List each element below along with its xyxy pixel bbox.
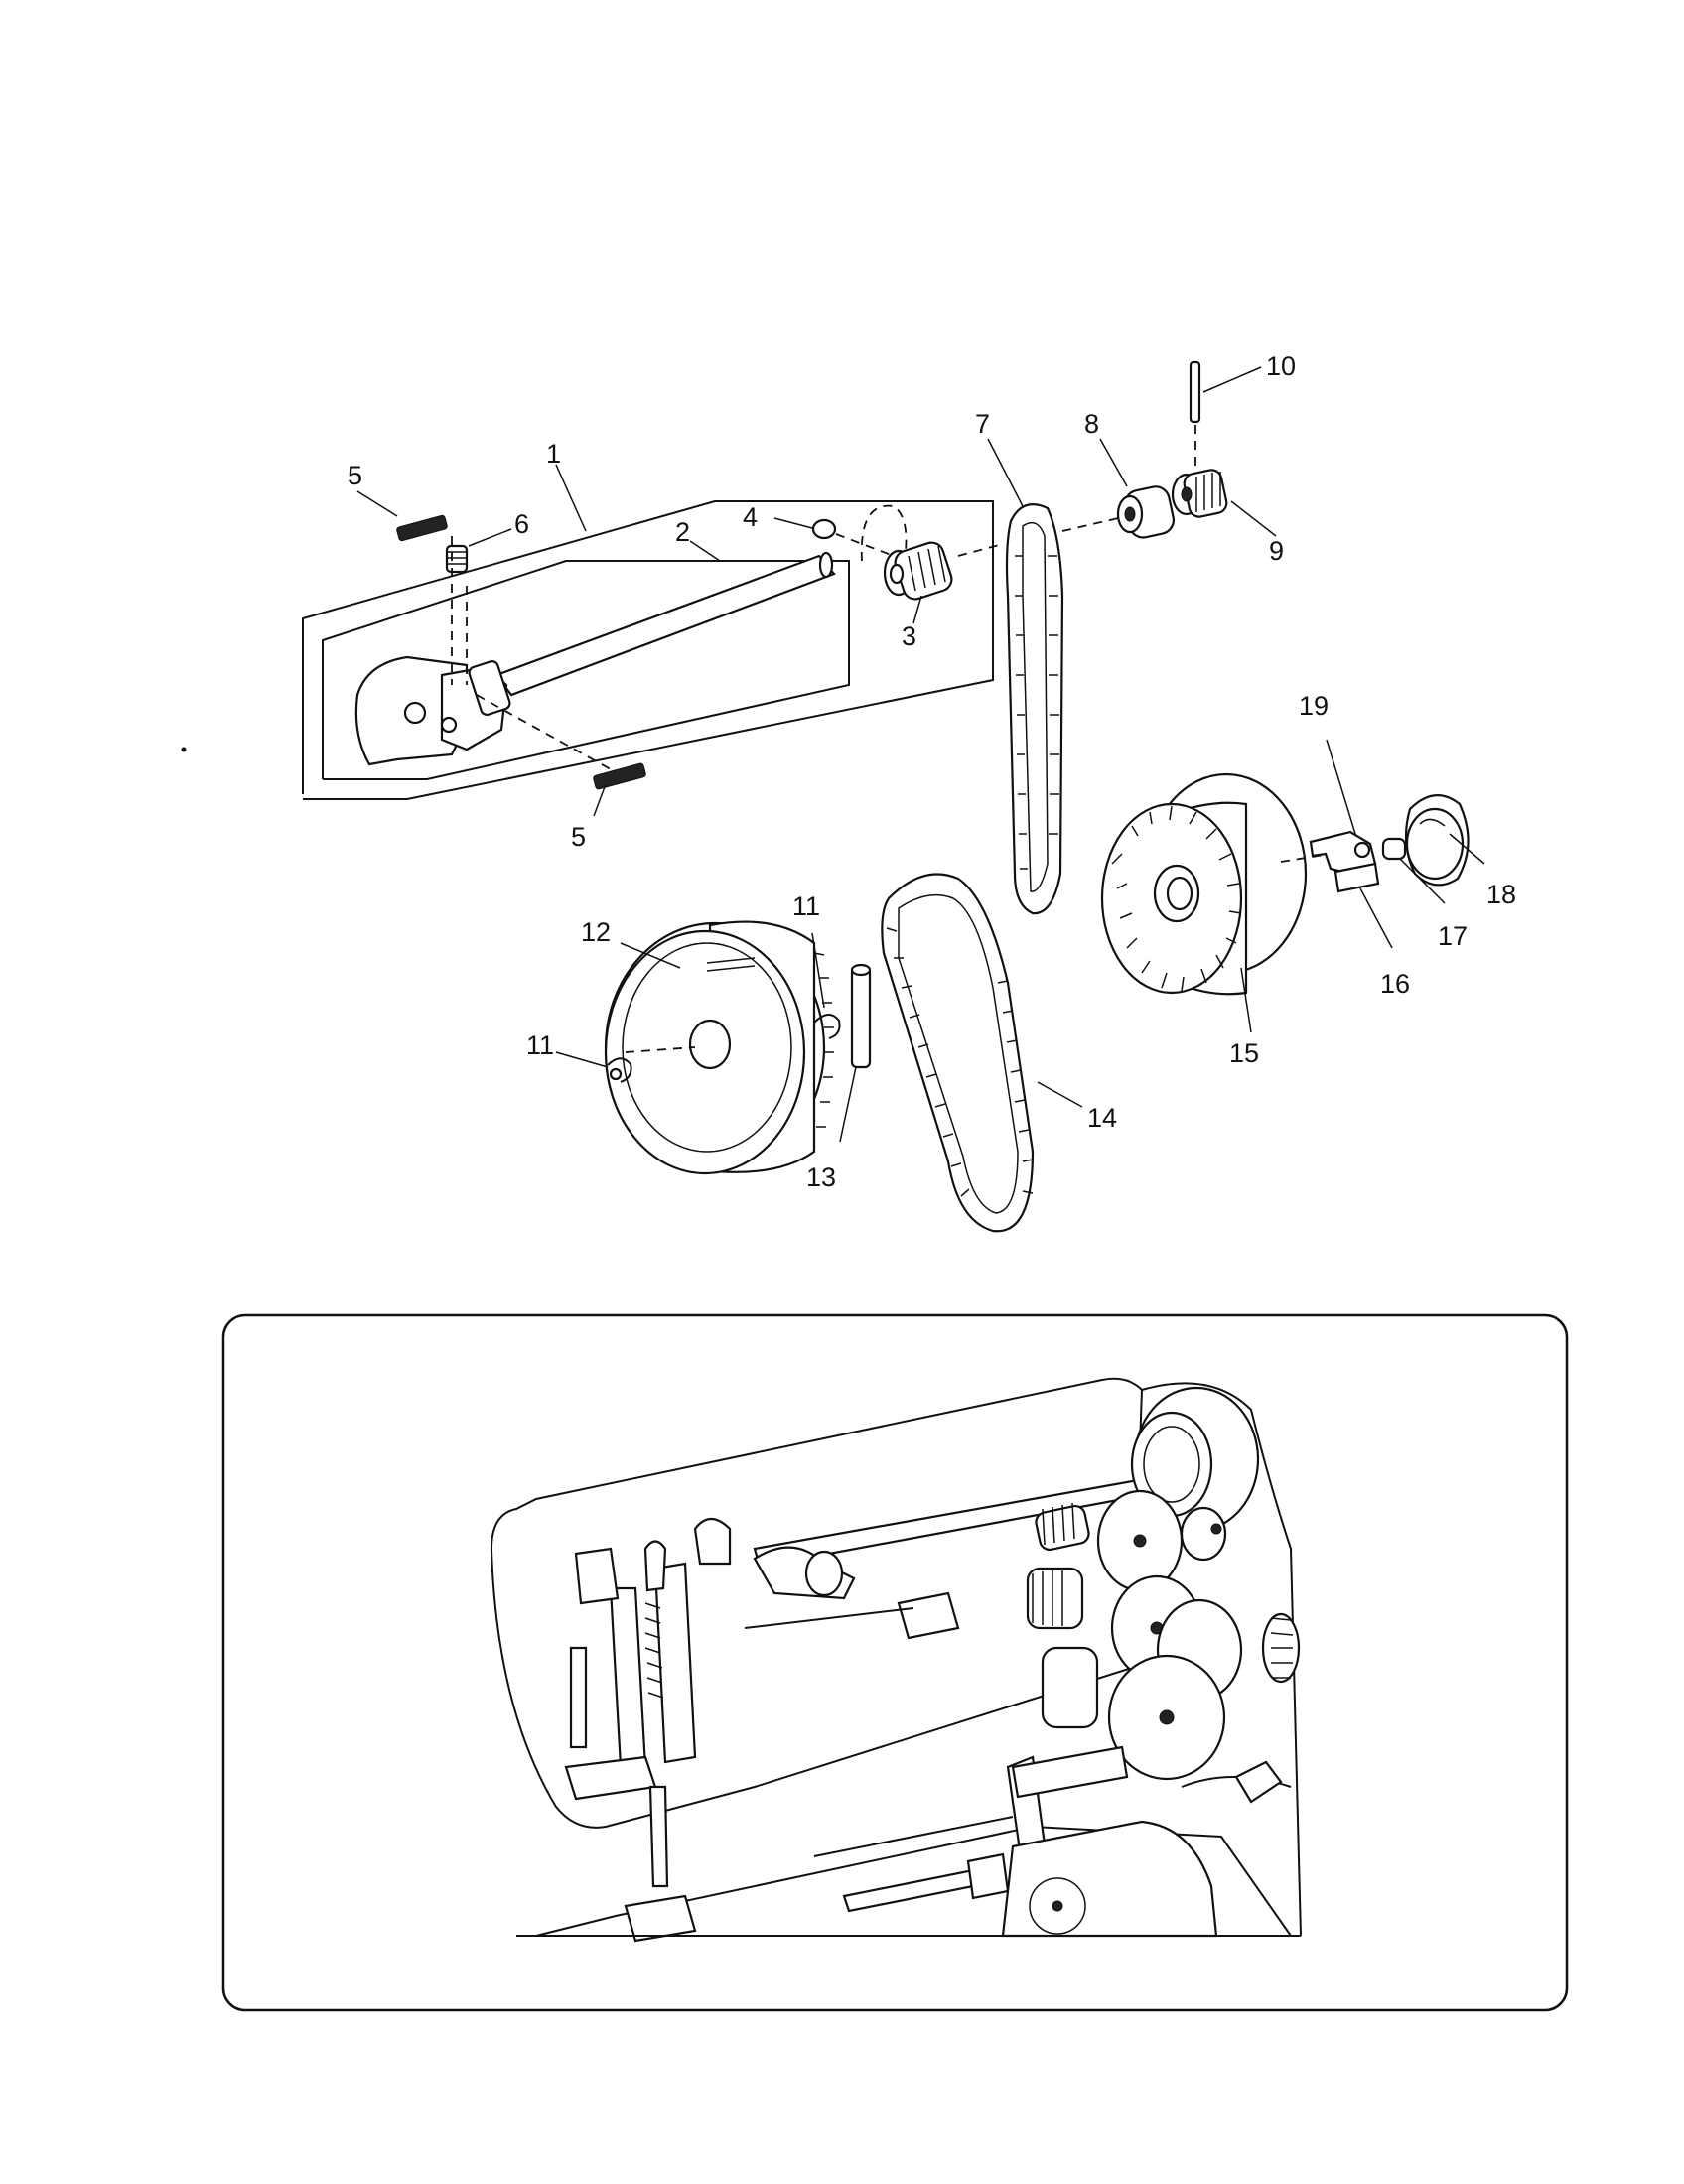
callout-14: 14 [1087, 1103, 1117, 1133]
stray-dot [181, 747, 187, 752]
callout-labels: 1 2 3 4 5 5 6 7 8 9 10 11 11 12 13 14 15… [348, 351, 1516, 1192]
callout-3: 3 [902, 621, 916, 651]
callout-7: 7 [975, 409, 990, 439]
callout-11-left: 11 [526, 1030, 554, 1060]
callout-18: 18 [1486, 880, 1516, 909]
callout-1: 1 [546, 439, 561, 469]
callout-9: 9 [1269, 536, 1284, 566]
callout-2: 2 [675, 517, 690, 547]
callout-15: 15 [1229, 1038, 1259, 1068]
bushing-and-gear-8-9 [1061, 360, 1228, 539]
callout-5-bottom: 5 [571, 822, 586, 852]
machine-overview-inset [221, 1313, 1569, 2012]
callout-5-top: 5 [348, 461, 362, 490]
callout-10: 10 [1266, 351, 1296, 381]
callout-12: 12 [581, 917, 611, 947]
timing-belt-7 [1005, 503, 1064, 915]
lower-pulley-and-belt [604, 873, 1035, 1233]
callout-4: 4 [743, 502, 758, 532]
callout-16: 16 [1380, 969, 1410, 999]
upper-shaft-assembly [302, 500, 1004, 800]
leader-lines [356, 366, 1485, 1143]
callout-6: 6 [514, 509, 529, 539]
callout-17: 17 [1438, 921, 1468, 951]
callout-8: 8 [1084, 409, 1099, 439]
callout-13: 13 [806, 1162, 836, 1192]
callout-11-right: 11 [792, 891, 820, 921]
right-side-parts-15-19 [1100, 772, 1470, 996]
callout-19: 19 [1299, 691, 1329, 721]
